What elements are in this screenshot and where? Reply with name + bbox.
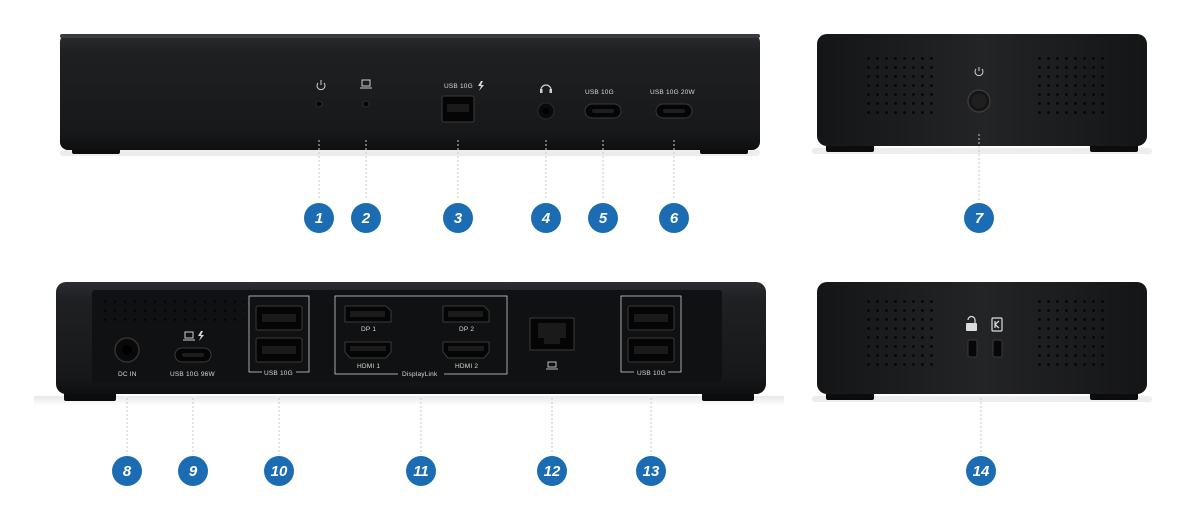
dc-in-label: DC IN	[118, 371, 137, 378]
callout-2: 2	[351, 203, 381, 233]
power-button-icon	[974, 67, 984, 77]
power-led	[315, 80, 326, 108]
side-vent-right	[1036, 52, 1108, 118]
leader-lines	[126, 134, 982, 455]
callout-2-badge	[351, 203, 381, 233]
callout-4-number: 4	[541, 210, 551, 227]
callout-12: 12	[537, 456, 567, 486]
hdmi1-label: HDMI 1	[357, 363, 380, 370]
callout-10: 10	[264, 456, 294, 486]
usb-c-96w: USB 10G 96W	[170, 331, 215, 378]
usb-a-front: USB 10G	[441, 81, 484, 123]
callout-6-badge	[659, 203, 689, 233]
kensington-lock-icon	[991, 317, 1003, 332]
lightning-icon	[478, 81, 484, 91]
lock-slots	[966, 315, 1003, 358]
rear-shadow	[34, 396, 784, 406]
video-outputs: DP 1 DP 2 HDMI 1 HDMI 2 DisplayLink	[334, 295, 508, 378]
callout-8-number: 8	[123, 463, 132, 480]
callout-12-number: 12	[544, 463, 561, 480]
usb-a-front-label: USB 10G	[444, 83, 473, 90]
callout-1-number: 1	[315, 210, 323, 227]
rear-foot-right	[702, 392, 754, 401]
headphone-icon	[540, 84, 552, 93]
side2-vent-left	[862, 300, 934, 366]
callout-10-number: 10	[271, 463, 288, 480]
dp1-port: DP 1	[344, 305, 392, 333]
rear-vent	[99, 295, 245, 325]
callout-12-badge	[537, 456, 567, 486]
audio-jack	[537, 84, 555, 120]
callout-8: 8	[112, 456, 142, 486]
ethernet	[529, 317, 575, 370]
callout-13: 13	[636, 456, 666, 486]
callout-3: 3	[443, 203, 473, 233]
callout-3-badge	[443, 203, 473, 233]
front-view: USB 10G USB 10G USB 10G 20W	[60, 34, 760, 156]
usb-c-20w: USB 10G 20W	[650, 89, 695, 119]
dp2-port: DP 2	[442, 305, 490, 333]
callout-9-badge	[178, 456, 208, 486]
callout-11-badge	[406, 456, 436, 486]
callout-6: 6	[659, 203, 689, 233]
hdmi2-port: HDMI 2	[442, 341, 490, 370]
front-chassis	[60, 34, 760, 150]
host-led	[360, 79, 372, 108]
usb-c-front: USB 10G	[584, 89, 622, 119]
callout-11: 11	[406, 456, 436, 486]
callout-13-number: 13	[643, 463, 660, 480]
usb-rear-left-label: USB 10G	[264, 370, 293, 377]
callout-13-badge	[636, 456, 666, 486]
rear-view: DC IN USB 10G 96W USB 10G	[34, 282, 784, 406]
callout-5-number: 5	[599, 210, 608, 227]
side2-vent-right	[1036, 300, 1108, 366]
callout-14-number: 14	[973, 463, 990, 480]
usb-a-rear-left: USB 10G	[248, 295, 310, 377]
network-icon	[546, 361, 558, 370]
callout-4-badge	[531, 203, 561, 233]
side-view-button	[812, 34, 1152, 154]
side-view-locks	[812, 282, 1152, 402]
callout-5: 5	[588, 203, 618, 233]
power-button	[967, 67, 991, 113]
displaylink-label: DisplayLink	[402, 371, 438, 378]
callout-7-badge	[964, 203, 994, 233]
callout-5-badge	[588, 203, 618, 233]
callout-10-badge	[264, 456, 294, 486]
callout-11-number: 11	[413, 463, 429, 480]
usb-rear-right-label: USB 10G	[637, 370, 666, 377]
laptop-charge-icon	[183, 331, 204, 341]
power-icon	[316, 80, 326, 91]
lock-icon	[966, 315, 977, 331]
usb-a-rear-right: USB 10G	[620, 295, 682, 377]
laptop-icon	[360, 79, 372, 89]
callout-4: 4	[531, 203, 561, 233]
callout-3-number: 3	[454, 210, 463, 227]
callout-7-number: 7	[975, 210, 984, 227]
callout-14-badge	[966, 456, 996, 486]
callout-9-number: 9	[189, 463, 198, 480]
callout-7: 7	[964, 203, 994, 233]
callout-8-badge	[112, 456, 142, 486]
usb-c-20w-label: USB 10G 20W	[650, 89, 695, 96]
usb-c-front-label: USB 10G	[585, 89, 614, 96]
callout-6-number: 6	[670, 210, 679, 227]
callout-1-badge	[304, 203, 334, 233]
callout-14: 14	[966, 456, 996, 486]
usb-c-96w-label: USB 10G 96W	[170, 371, 215, 378]
callout-9: 9	[178, 456, 208, 486]
dp1-label: DP 1	[361, 326, 376, 333]
side-vent-left	[862, 52, 934, 118]
dp2-label: DP 2	[459, 326, 474, 333]
hdmi2-label: HDMI 2	[455, 363, 478, 370]
dc-in: DC IN	[114, 337, 140, 378]
hdmi1-port: HDMI 1	[344, 341, 392, 370]
rear-foot-left	[64, 392, 116, 401]
rear-panel	[92, 290, 722, 382]
callout-2-number: 2	[361, 210, 371, 227]
callout-1: 1	[304, 203, 334, 233]
